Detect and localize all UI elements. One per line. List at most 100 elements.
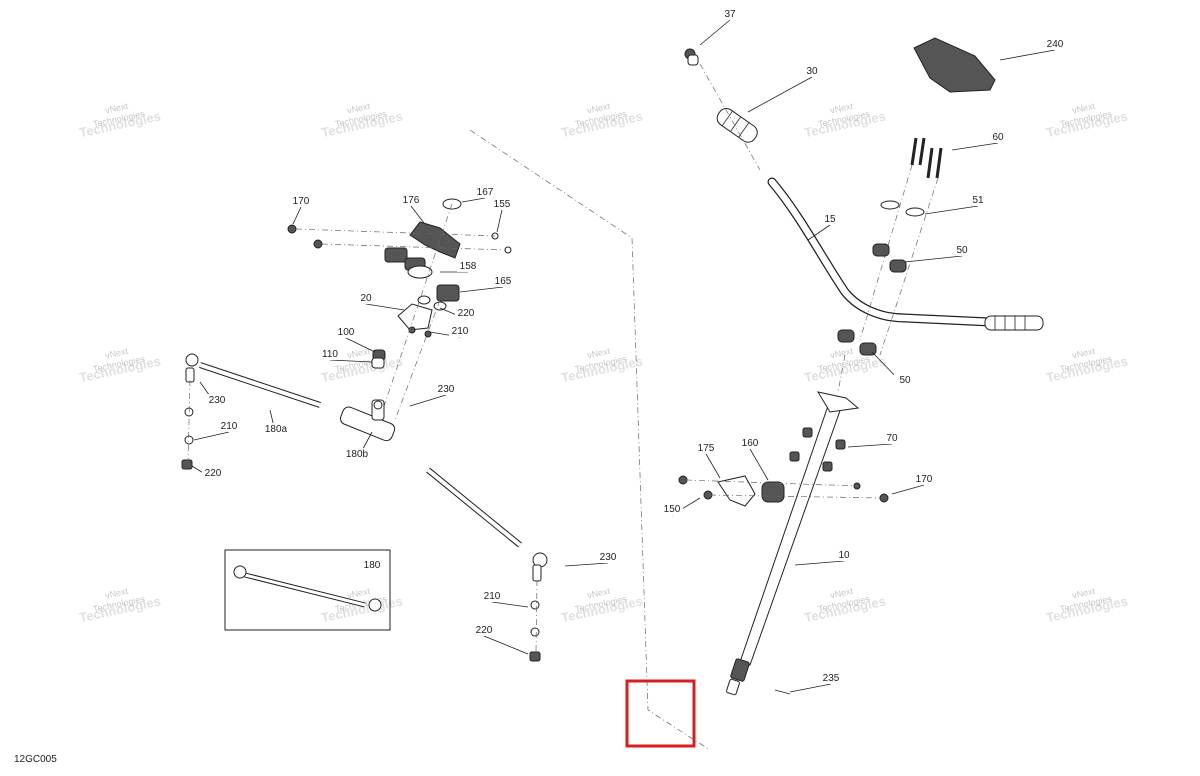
end-plug — [684, 48, 699, 66]
svg-text:vNext: vNext — [104, 101, 129, 116]
svg-text:vNext: vNext — [346, 586, 371, 601]
leader-line — [951, 142, 999, 151]
leader-line — [794, 560, 845, 566]
upper-mechanism — [287, 198, 512, 369]
part-label[interactable]: 210 — [484, 591, 501, 602]
callout-labels: 37 30 240 60 15 51 50 50 70 160 175 170 150 10 235 170 1… — [191, 8, 1066, 693]
part-label[interactable]: 160 — [742, 438, 759, 449]
part-label[interactable]: 180b — [346, 449, 369, 460]
part-label[interactable]: 180a — [265, 424, 288, 435]
part-label[interactable]: 165 — [495, 276, 512, 287]
tie-rod-180a — [181, 353, 321, 470]
part-label[interactable]: 230 — [438, 384, 455, 395]
nuts — [789, 427, 846, 472]
part-label[interactable]: 20 — [360, 293, 372, 304]
svg-text:vNext: vNext — [829, 101, 854, 116]
part-label[interactable]: 15 — [824, 214, 836, 225]
part-label[interactable]: 175 — [698, 443, 715, 454]
part-label[interactable]: 155 — [494, 199, 511, 210]
leader-line — [747, 76, 813, 113]
part-label[interactable]: 210 — [452, 326, 469, 337]
svg-text:vNext: vNext — [829, 586, 854, 601]
tie-rod-lower — [426, 467, 548, 662]
svg-text:vNext: vNext — [346, 101, 371, 116]
leader-line — [459, 286, 504, 293]
leader-line — [329, 359, 373, 363]
leader-line — [999, 49, 1056, 61]
leader-line — [410, 205, 425, 224]
part-label[interactable]: 220 — [205, 468, 222, 479]
left-grip — [716, 107, 758, 143]
leader-line — [847, 443, 893, 448]
part-label[interactable]: 167 — [477, 187, 494, 198]
part-label[interactable]: 60 — [992, 132, 1004, 143]
part-label[interactable]: 150 — [664, 504, 681, 515]
svg-text:vNext: vNext — [104, 346, 129, 361]
part-label[interactable]: 230 — [600, 552, 617, 563]
leader-line — [891, 484, 925, 495]
part-label[interactable]: 110 — [322, 349, 338, 360]
svg-text:vNext: vNext — [586, 101, 611, 116]
part-label[interactable]: 50 — [956, 245, 968, 256]
part-label[interactable]: 170 — [293, 196, 310, 207]
part-label[interactable]: 158 — [460, 261, 477, 272]
part-label[interactable]: 37 — [724, 9, 736, 20]
pitman-arm — [339, 399, 396, 442]
leader-line — [483, 635, 529, 655]
leader-line — [292, 206, 302, 225]
bolts — [910, 137, 943, 179]
part-label[interactable]: 230 — [209, 395, 226, 406]
svg-text:vNext: vNext — [1071, 101, 1096, 116]
inset-box — [224, 549, 391, 631]
leader-line — [807, 224, 831, 241]
svg-text:vNext: vNext — [829, 346, 854, 361]
part-label[interactable]: 10 — [838, 550, 850, 561]
part-label[interactable]: 30 — [806, 66, 818, 77]
svg-text:vNext: vNext — [586, 346, 611, 361]
leader-line — [461, 197, 486, 203]
part-label[interactable]: 176 — [403, 195, 420, 206]
svg-text:vNext: vNext — [346, 346, 371, 361]
alignment-path — [469, 129, 711, 751]
leader-line — [409, 394, 447, 407]
svg-text:vNext: vNext — [104, 586, 129, 601]
right-grip — [984, 315, 1044, 331]
part-label[interactable]: 210 — [221, 421, 238, 432]
leader-line — [491, 601, 529, 608]
column-support — [678, 475, 889, 507]
part-label[interactable]: 235 — [823, 673, 840, 684]
part-label[interactable]: 240 — [1047, 39, 1064, 50]
svg-text:vNext: vNext — [1071, 346, 1096, 361]
svg-text:vNext: vNext — [586, 586, 611, 601]
handlebar-cover — [913, 37, 996, 93]
highlight-box — [625, 679, 696, 748]
part-label[interactable]: 220 — [458, 308, 475, 319]
leader-line — [496, 209, 503, 233]
part-label[interactable]: 70 — [886, 433, 898, 444]
part-label[interactable]: 220 — [476, 625, 493, 636]
leader-line — [365, 303, 405, 311]
inset-tie-rod — [233, 565, 382, 612]
part-label[interactable]: 51 — [972, 195, 984, 206]
part-label[interactable]: 100 — [338, 327, 355, 338]
leader-line — [749, 448, 769, 481]
part-label[interactable]: 50 — [899, 375, 911, 386]
leader-line — [924, 205, 979, 215]
leader-line — [193, 431, 230, 441]
leader-line — [705, 453, 721, 479]
part-label[interactable]: 170 — [916, 474, 933, 485]
